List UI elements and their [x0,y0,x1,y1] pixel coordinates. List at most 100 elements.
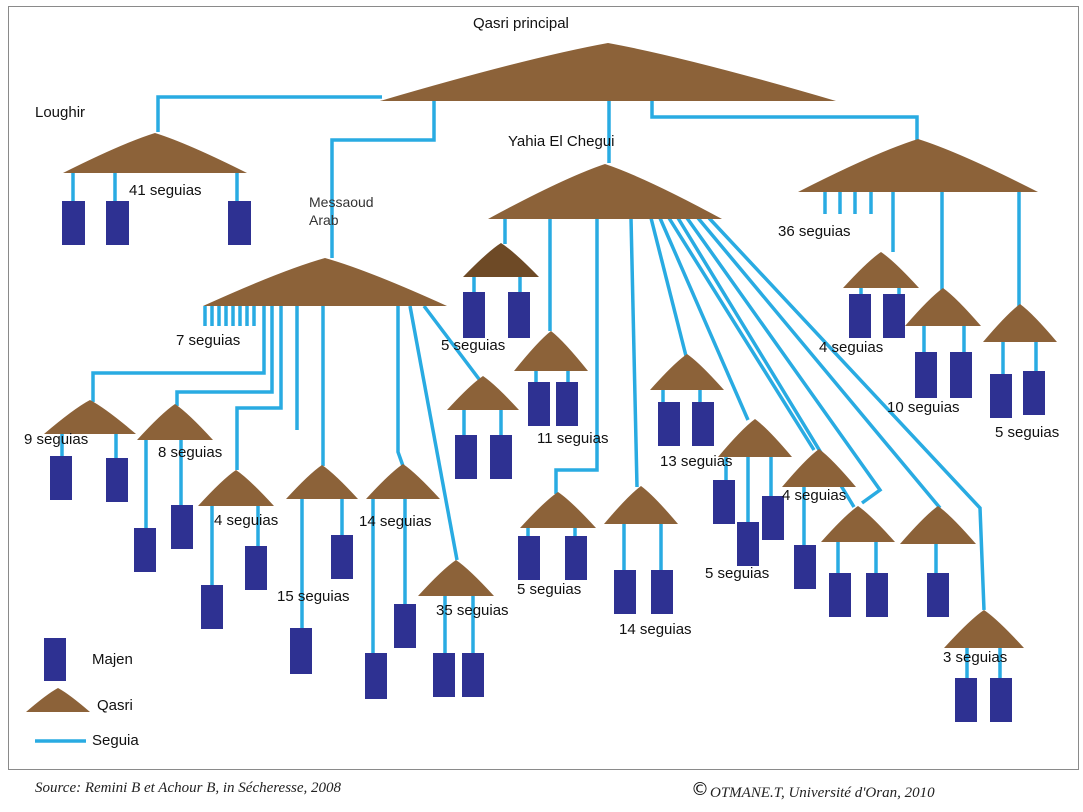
seguia-count-y-sub3: 5 seguias [517,581,582,598]
qasr-label-yahia-el-chegui: Yahia El Chegui [508,133,615,150]
seguia-line-4 [650,100,919,140]
legend-seguia-label: Seguia [92,732,139,749]
seguia-count-y-sub4: 14 seguias [619,621,692,638]
seguia-line-60 [696,216,942,510]
majen-block-2 [106,201,129,245]
seguia-count-loughir: 41 seguias [129,182,202,199]
majen-block-5 [883,294,905,338]
seguia-line-35 [408,305,459,561]
seguia-count-east: 36 seguias [778,223,851,240]
seguia-line-1 [156,95,382,132]
qasr-shape-18 [843,252,919,288]
seguia-count-messaoud: 7 seguias [176,332,241,349]
seguia-line-31 [235,306,283,470]
majen-block-20 [713,480,735,524]
legend-qasri-label: Qasri [97,697,133,714]
main-qasr-label: Qasri principal [473,15,569,32]
seguia-count-m-sub2: 8 seguias [158,444,223,461]
majen-block-23 [794,545,816,589]
majen-block-32 [171,505,193,549]
qasr-main [380,43,836,101]
qasr-label-loughir: Loughir [35,104,86,121]
majen-block-7 [950,352,972,398]
seguia-line-61 [707,216,986,611]
seguia-count-y-sub1: 5 seguias [441,337,506,354]
legend-majen-icon [44,638,66,681]
seguia-line-34 [396,306,405,467]
majen-block-15 [565,536,587,580]
seguia-line-54 [629,217,639,488]
qasr-shape-3 [198,470,274,506]
qasr-shape-10 [520,492,596,528]
majen-block-37 [365,653,387,699]
source-caption: Source: Remini B et Achour B, in Séchere… [35,780,342,796]
majen-block-22 [762,496,784,540]
seguia-count-e-sub3: 5 seguias [995,424,1060,441]
seguia-line-59 [685,216,883,505]
majen-block-1 [62,201,85,245]
seguia-count-y-sub6: 5 seguias [705,565,770,582]
qasr-shape-14 [782,449,856,487]
seguia-line-29 [91,306,266,402]
qasr-shape-12 [650,354,724,390]
qasr-shape-11 [604,486,678,524]
majen-block-17 [651,570,673,614]
credit-caption: OTMANE.T, Université d'Oran, 2010 [710,785,935,801]
legend-qasri-icon [26,688,90,712]
majen-block-36 [331,535,353,579]
seguia-lines [35,95,1038,743]
majen-block-10 [463,292,485,338]
seguia-count-m-sub5: 14 seguias [359,513,432,530]
seguia-count-m-sub4: 15 seguias [277,588,350,605]
qasr-shape-8 [463,243,539,277]
qasr-label-messaoud-arab: Messaoud Arab [309,194,374,228]
majen-block-25 [866,573,888,617]
qasr-shape-7 [447,376,519,410]
qasr-shape-15 [821,506,895,542]
majen-block-33 [201,585,223,629]
seguia-count-e-sub1: 4 seguias [819,339,884,356]
majen-block-40 [462,653,484,697]
majen-block-24 [829,573,851,617]
majen-block-19 [692,402,714,446]
majen-block-11 [508,292,530,338]
majen-block-21 [737,522,759,566]
diagram-frame [8,6,1079,770]
legend-majen-label: Majen [92,651,133,668]
qasr-shape-6 [418,560,494,596]
majen-block-13 [556,382,578,426]
seguia-count-y-sub2: 11 seguias [537,430,609,447]
majen-block-38 [394,604,416,648]
majen-block-3 [228,201,251,245]
majen-block-27 [955,678,977,722]
qasr-shape-4 [286,465,358,499]
qasr-shape-20 [983,304,1057,342]
qasr-yahia-el-chegui [488,164,722,219]
seguia-line-36 [422,304,484,385]
majen-shapes [44,201,1045,722]
qasr-loughir [63,133,247,173]
seguia-count-y-sub5: 13 seguias [660,453,733,470]
majen-block-9 [1023,371,1045,415]
majen-block-18 [658,402,680,446]
majen-block-35 [290,628,312,674]
seguia-count-m-sub3: 4 seguias [214,512,279,529]
qasr-shape-17 [944,610,1024,648]
seguia-count-m-sub1: 9 seguias [24,431,89,448]
majen-block-28 [990,678,1012,722]
seguia-count-m-sub6: 35 seguias [436,602,509,619]
seguia-count-y-sub7: 4 seguias [782,487,847,504]
seguia-line-30 [175,306,274,406]
seguia-line-55 [649,217,688,357]
majen-block-30 [106,458,128,502]
copyright-icon: © [691,779,709,800]
seguia-line-57 [667,217,816,451]
majen-block-6 [915,352,937,398]
majen-block-16 [614,570,636,614]
qasr-shape-19 [905,288,981,326]
majen-block-39 [433,653,455,697]
qasr-shape-9 [514,331,588,371]
majen-block-12 [528,382,550,426]
